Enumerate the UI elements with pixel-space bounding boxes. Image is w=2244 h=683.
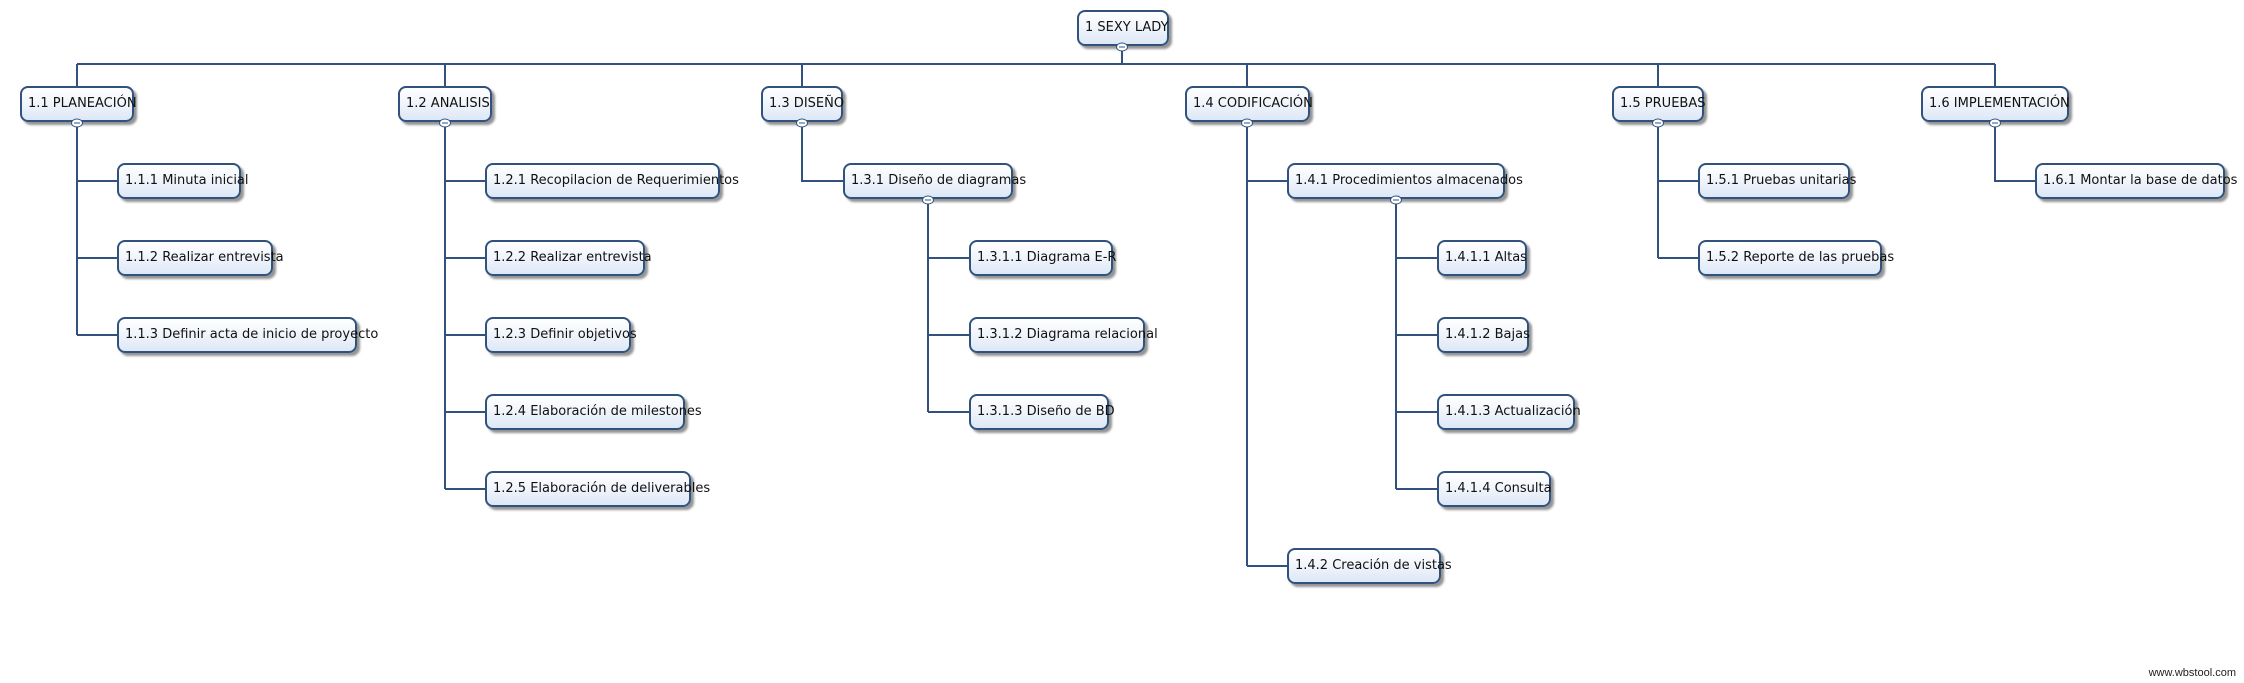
wbs-node-diagrama-relacional[interactable]: 1.3.1.2 Diagrama relacional xyxy=(969,317,1158,353)
node-label: 1.3.1.1 Diagrama E-R xyxy=(977,250,1117,265)
collapse-toggle-procedimientos[interactable] xyxy=(1390,195,1402,205)
collapse-toggle-root[interactable] xyxy=(1116,42,1128,52)
connector-line xyxy=(801,123,843,182)
collapse-toggle-planeacion[interactable] xyxy=(71,118,83,128)
node-label: 1.4 CODIFICACIÓN xyxy=(1193,96,1313,111)
wbs-node-diseno-bd[interactable]: 1.3.1.3 Diseño de BD xyxy=(969,394,1115,430)
node-label: 1.4.1 Procedimientos almacenados xyxy=(1295,173,1523,188)
wbs-node-realizar-entrevista-2[interactable]: 1.2.2 Realizar entrevista xyxy=(485,240,652,276)
node-label: 1.3.1.3 Diseño de BD xyxy=(977,404,1115,419)
node-label: 1.1 PLANEACIÓN xyxy=(28,96,137,111)
node-label: 1.3.1.2 Diagrama relacional xyxy=(977,327,1158,342)
wbs-node-reporte-pruebas[interactable]: 1.5.2 Reporte de las pruebas xyxy=(1698,240,1894,276)
node-label: 1.4.1.1 Altas xyxy=(1445,250,1527,265)
node-label: 1.6.1 Montar la base de datos xyxy=(2043,173,2238,188)
wbs-node-pruebas-unitarias[interactable]: 1.5.1 Pruebas unitarias xyxy=(1698,163,1856,199)
footer-credit[interactable]: www.wbstool.com xyxy=(2148,667,2236,679)
node-label: 1.3 DISEÑO xyxy=(769,96,845,111)
collapse-toggle-analisis[interactable] xyxy=(439,118,451,128)
connector-line xyxy=(1994,123,2035,182)
wbs-node-montar-base[interactable]: 1.6.1 Montar la base de datos xyxy=(2035,163,2237,199)
collapse-toggle-codificacion[interactable] xyxy=(1241,118,1253,128)
node-label: 1.4.1.3 Actualización xyxy=(1445,404,1581,419)
collapse-toggle-pruebas[interactable] xyxy=(1652,118,1664,128)
node-label: 1.3.1 Diseño de diagramas xyxy=(851,173,1027,188)
node-label: 1.4.1.2 Bajas xyxy=(1445,327,1530,342)
wbs-node-realizar-entrevista[interactable]: 1.1.2 Realizar entrevista xyxy=(117,240,284,276)
wbs-node-minuta-inicial[interactable]: 1.1.1 Minuta inicial xyxy=(117,163,249,199)
wbs-node-recopilacion[interactable]: 1.2.1 Recopilacion de Requerimientos xyxy=(485,163,739,199)
node-label: 1.2.5 Elaboración de deliverables xyxy=(493,481,711,496)
node-label: 1 SEXY LADY xyxy=(1085,20,1169,35)
node-label: 1.4.2 Creación de vistas xyxy=(1295,558,1452,573)
wbs-node-implementacion[interactable]: 1.6 IMPLEMENTACIÓN xyxy=(1921,86,2070,122)
node-label: 1.5 PRUEBAS xyxy=(1620,96,1706,111)
node-label: 1.5.2 Reporte de las pruebas xyxy=(1706,250,1895,265)
wbs-node-planeacion[interactable]: 1.1 PLANEACIÓN xyxy=(20,86,137,122)
collapse-toggle-diseno-diagramas[interactable] xyxy=(922,195,934,205)
node-label: 1.2.4 Elaboración de milestones xyxy=(493,404,702,419)
wbs-node-procedimientos[interactable]: 1.4.1 Procedimientos almacenados xyxy=(1287,163,1523,199)
node-label: 1.1.3 Definir acta de inicio de proyecto xyxy=(125,327,379,342)
collapse-toggle-implementacion[interactable] xyxy=(1989,118,2001,128)
node-label: 1.2.3 Definir objetivos xyxy=(493,327,637,342)
node-label: 1.2.1 Recopilacion de Requerimientos xyxy=(493,173,739,188)
wbs-node-definir-acta[interactable]: 1.1.3 Definir acta de inicio de proyecto xyxy=(117,317,378,353)
collapse-toggle-diseno[interactable] xyxy=(796,118,808,128)
node-label: 1.2.2 Realizar entrevista xyxy=(493,250,652,265)
wbs-node-diseno[interactable]: 1.3 DISEÑO xyxy=(761,86,845,122)
wbs-node-pruebas[interactable]: 1.5 PRUEBAS xyxy=(1612,86,1706,122)
wbs-node-milestones[interactable]: 1.2.4 Elaboración de milestones xyxy=(485,394,702,430)
node-label: 1.5.1 Pruebas unitarias xyxy=(1706,173,1857,188)
node-label: 1.4.1.4 Consulta xyxy=(1445,481,1552,496)
wbs-node-consulta[interactable]: 1.4.1.4 Consulta xyxy=(1437,471,1552,507)
wbs-node-deliverables[interactable]: 1.2.5 Elaboración de deliverables xyxy=(485,471,710,507)
node-label: 1.6 IMPLEMENTACIÓN xyxy=(1929,96,2070,111)
node-label: 1.1.2 Realizar entrevista xyxy=(125,250,284,265)
wbs-node-creacion-vistas[interactable]: 1.4.2 Creación de vistas xyxy=(1287,548,1452,584)
node-label: 1.1.1 Minuta inicial xyxy=(125,173,249,188)
node-label: 1.2 ANALISIS xyxy=(406,96,490,111)
wbs-node-definir-objetivos[interactable]: 1.2.3 Definir objetivos xyxy=(485,317,637,353)
wbs-node-codificacion[interactable]: 1.4 CODIFICACIÓN xyxy=(1185,86,1313,122)
wbs-node-diseno-diagramas[interactable]: 1.3.1 Diseño de diagramas xyxy=(843,163,1026,199)
wbs-root-node[interactable]: 1 SEXY LADY xyxy=(1077,10,1169,46)
wbs-node-diagrama-er[interactable]: 1.3.1.1 Diagrama E-R xyxy=(969,240,1117,276)
wbs-node-actualizacion[interactable]: 1.4.1.3 Actualización xyxy=(1437,394,1581,430)
wbs-node-altas[interactable]: 1.4.1.1 Altas xyxy=(1437,240,1527,276)
wbs-node-bajas[interactable]: 1.4.1.2 Bajas xyxy=(1437,317,1530,353)
wbs-node-analisis[interactable]: 1.2 ANALISIS xyxy=(398,86,492,122)
